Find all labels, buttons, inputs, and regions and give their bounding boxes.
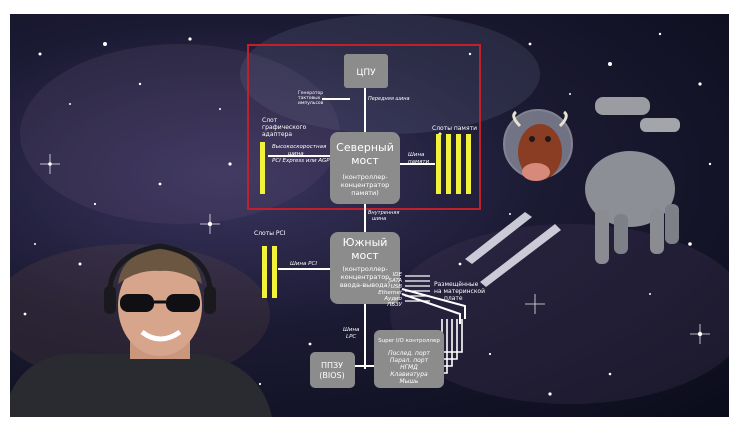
memory-slots <box>436 134 471 194</box>
superio-label: Super I/O контроллер <box>378 338 440 344</box>
agp-slot <box>260 142 265 194</box>
pci-bus-label: Шина PCI <box>290 261 317 267</box>
southbridge-chip <box>330 232 400 304</box>
pci-slots <box>262 246 277 298</box>
port-lines <box>405 275 430 302</box>
astronaut-cow-icon <box>503 97 680 264</box>
memory-slots-label: Слоты памяти <box>432 125 477 132</box>
superio-chip <box>374 330 444 388</box>
cpu-label: ЦПУ <box>356 68 376 78</box>
cpu-chip <box>344 54 388 88</box>
northbridge-chip <box>330 132 400 204</box>
speed-streak-icon <box>465 212 561 287</box>
webcam-presenter-icon <box>10 243 272 417</box>
fsb-label: Передняя шина <box>368 96 410 102</box>
bios-label: ППЗУ(BIOS) <box>319 361 344 380</box>
bios-chip <box>310 352 355 388</box>
pci-slots-label: Слоты PCI <box>254 230 286 237</box>
